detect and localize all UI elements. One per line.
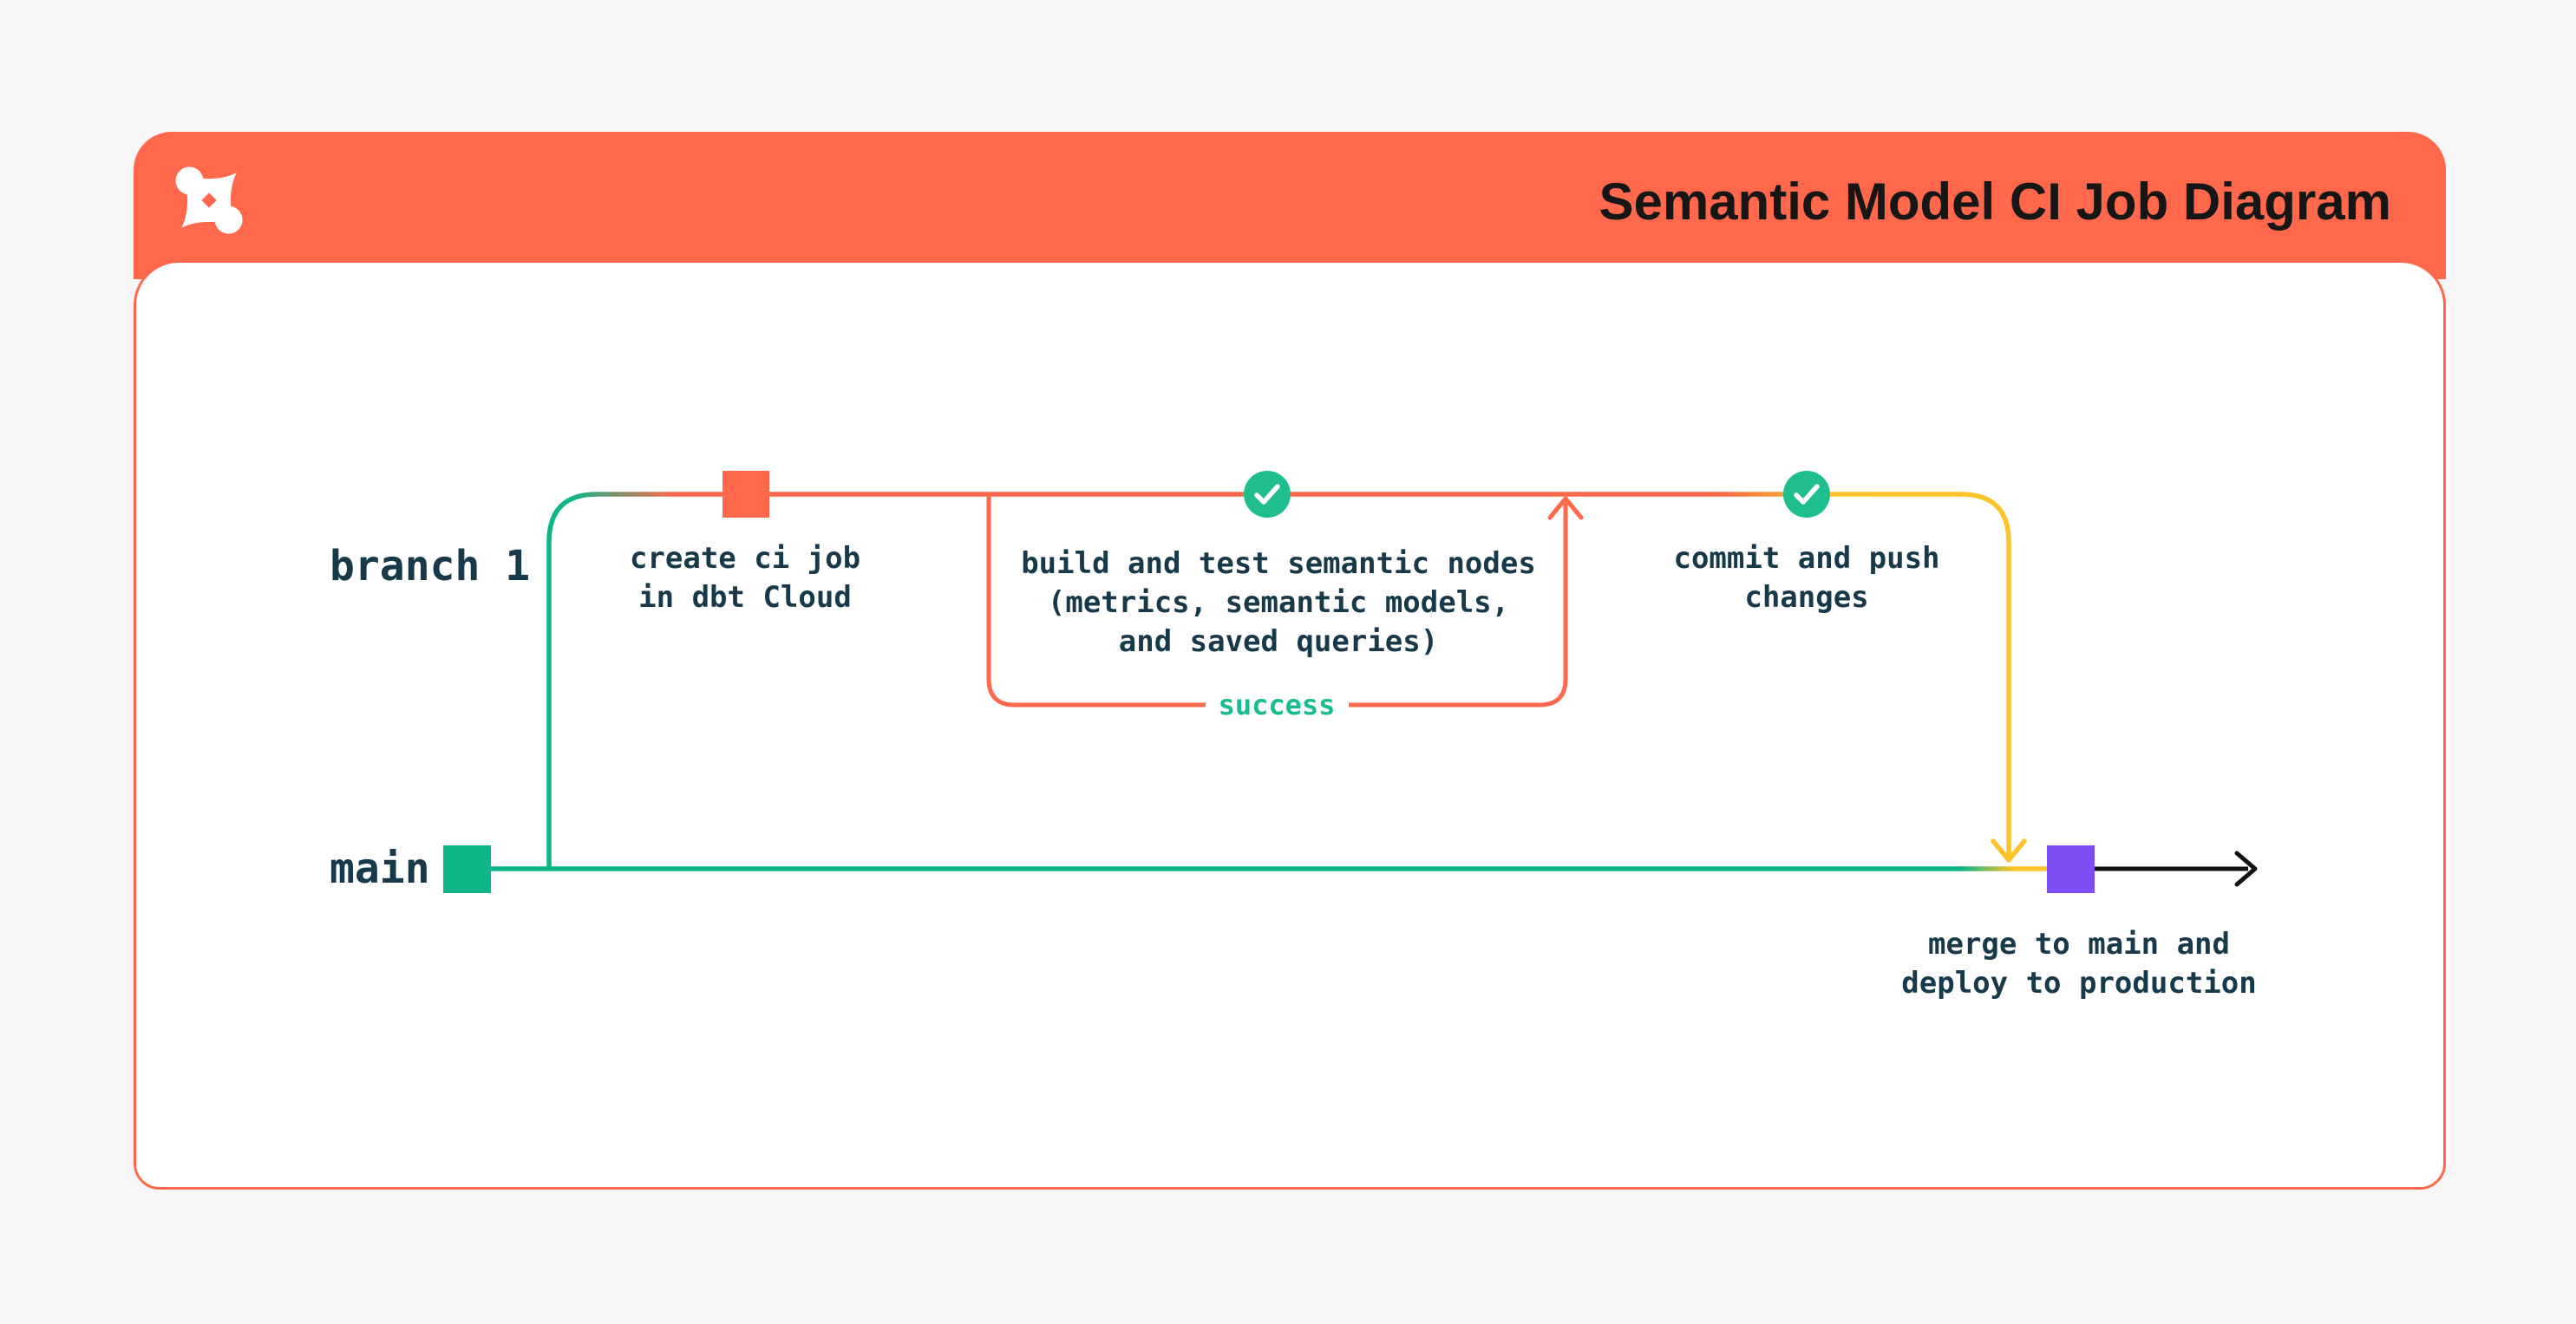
main-lane-label: main xyxy=(330,845,430,893)
card-header: Semantic Model CI Job Diagram xyxy=(134,132,2446,279)
merge-arrow-down-icon xyxy=(1991,838,2027,863)
node-label-merge-and-deploy: merge to main and deploy to production xyxy=(1901,927,2257,1001)
success-loop-line xyxy=(986,494,1568,708)
production-arrow-icon xyxy=(2234,851,2258,887)
check-circle-build-test-icon xyxy=(1244,471,1291,518)
diagram-card: Semantic Model CI Job Diagram xyxy=(134,132,2446,1190)
flow-diagram xyxy=(443,471,2258,893)
success-arrow-up-icon xyxy=(1547,496,1584,520)
dbt-logo-icon xyxy=(175,166,243,234)
node-label-build-and-test: build and test semantic nodes (metrics, … xyxy=(1021,546,1536,659)
success-label: success xyxy=(1218,688,1336,721)
branch-lane-label: branch 1 xyxy=(330,542,531,590)
node-label-commit-and-push: commit and push changes xyxy=(1673,541,1940,615)
commit-marker-start-main xyxy=(443,845,491,893)
card-body xyxy=(134,260,2446,1190)
check-circle-commit-push-icon xyxy=(1783,471,1830,518)
node-label-create-ci-job: create ci job in dbt Cloud xyxy=(629,541,861,615)
page-title: Semantic Model CI Job Diagram xyxy=(1599,173,2391,231)
commit-marker-create-ci-job xyxy=(722,471,769,518)
commit-marker-merge-deploy xyxy=(2047,845,2095,893)
